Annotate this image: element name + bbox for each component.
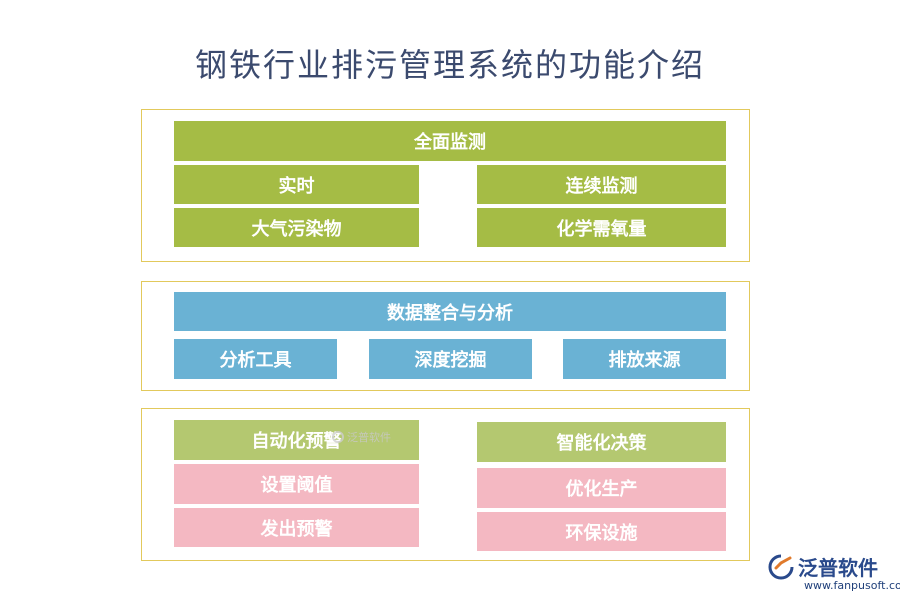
brand-name: 泛普软件	[798, 556, 878, 580]
warning-item-alert: 发出预警	[174, 508, 419, 547]
brand-url: www.fanpusoft.com	[804, 579, 900, 592]
monitoring-item-cod: 化学需氧量	[477, 208, 726, 247]
page-title: 钢铁行业排污管理系统的功能介绍	[194, 46, 705, 84]
analysis-item-mining: 深度挖掘	[369, 339, 532, 379]
monitoring-item-continuous: 连续监测	[477, 165, 726, 204]
decision-item-optimize: 优化生产	[477, 468, 726, 508]
decision-header: 智能化决策	[477, 422, 726, 462]
watermark: 泛普软件	[332, 429, 391, 445]
analysis-item-tools: 分析工具	[174, 339, 337, 379]
decision-item-facilities: 环保设施	[477, 512, 726, 551]
monitoring-item-air-pollutants: 大气污染物	[174, 208, 419, 247]
brand-logo: 泛普软件 www.fanpusoft.com	[768, 552, 900, 596]
watermark-logo-icon	[332, 431, 344, 443]
warning-header: 自动化预警	[174, 420, 419, 460]
monitoring-item-realtime: 实时	[174, 165, 419, 204]
analysis-header: 数据整合与分析	[174, 292, 726, 331]
monitoring-header: 全面监测	[174, 121, 726, 161]
brand-logo-icon	[768, 554, 794, 580]
warning-item-threshold: 设置阈值	[174, 464, 419, 504]
analysis-item-sources: 排放来源	[563, 339, 726, 379]
